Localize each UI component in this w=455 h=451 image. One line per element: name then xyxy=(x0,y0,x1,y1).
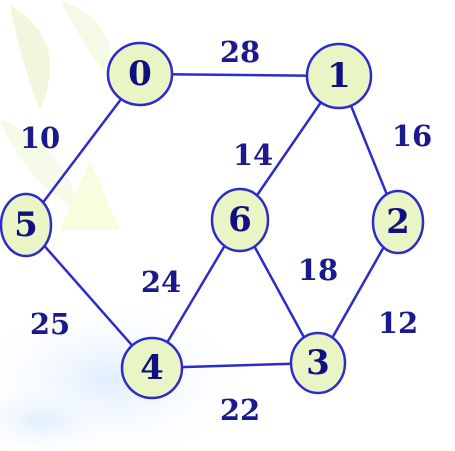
node-3: 3 xyxy=(289,331,347,395)
edge-weight-2-3: 12 xyxy=(378,306,418,340)
node-0: 0 xyxy=(106,41,174,107)
edge-5-4 xyxy=(25,224,153,369)
node-circle-4 xyxy=(120,336,184,400)
node-circle-1 xyxy=(305,42,373,110)
node-circle-3 xyxy=(289,331,347,395)
node-5: 5 xyxy=(0,192,53,258)
node-circle-2 xyxy=(371,189,425,255)
node-4: 4 xyxy=(120,336,184,400)
edge-weight-6-3: 18 xyxy=(298,253,338,287)
edge-weight-1-2: 16 xyxy=(392,119,432,153)
node-6: 6 xyxy=(210,187,270,253)
node-circle-0 xyxy=(106,41,174,107)
node-circle-5 xyxy=(0,192,53,258)
node-label-4: 4 xyxy=(140,348,164,388)
node-circle-6 xyxy=(210,187,270,253)
edge-weight-6-4: 24 xyxy=(141,265,181,299)
node-label-3: 3 xyxy=(306,343,330,383)
edge-weight-0-5: 10 xyxy=(20,121,60,155)
edge-weight-5-4: 25 xyxy=(30,307,70,341)
node-label-5: 5 xyxy=(14,205,38,245)
node-2: 2 xyxy=(371,189,425,255)
node-label-1: 1 xyxy=(327,56,351,96)
node-1: 1 xyxy=(305,42,373,110)
node-label-2: 2 xyxy=(386,202,410,242)
edge-weight-1-6: 14 xyxy=(233,138,273,172)
edge-weight-4-3: 22 xyxy=(220,393,260,427)
node-label-6: 6 xyxy=(228,200,252,240)
edge-weight-0-1: 28 xyxy=(220,35,260,69)
node-label-0: 0 xyxy=(128,54,152,94)
